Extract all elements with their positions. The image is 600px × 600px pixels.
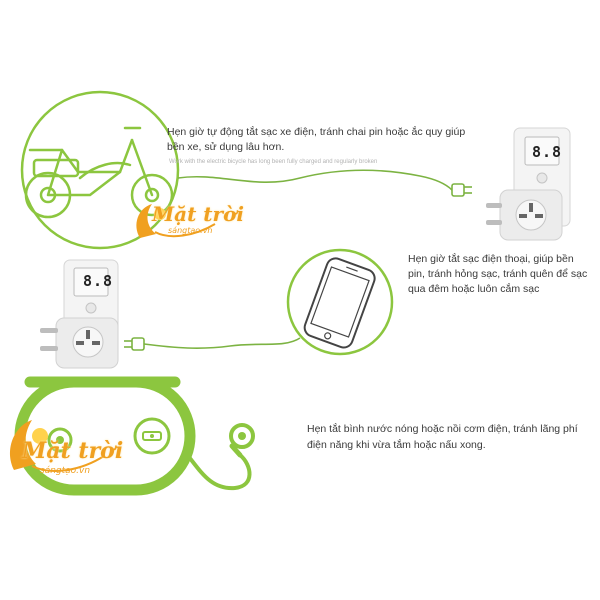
plug-icon-1 [451, 183, 472, 197]
logo-sub-text: sángtạo.vn [168, 226, 213, 235]
timer-socket-2 [40, 259, 119, 369]
logo-main-text: Mặt trời [152, 202, 245, 226]
logo-sub-text: sángtạo.vn [40, 466, 91, 476]
shower-head-icon [229, 423, 255, 458]
cable-2 [143, 337, 301, 349]
cable-1 [177, 169, 453, 191]
section2-description: Hẹn giờ tắt sạc điện thoại, giúp bền pin… [408, 253, 588, 295]
logo-main-text: Mặt trời [22, 438, 124, 464]
bicycle-circle [20, 90, 180, 250]
logo-sun-icon-1 [136, 204, 216, 238]
timer-display-1: 8.8 [532, 143, 563, 161]
section3-description: Hẹn tắt bình nước nóng hoặc nồi cơm điện… [307, 423, 578, 451]
section1-subtitle: Work with the electric bicycle has long … [169, 159, 378, 165]
smartphone-icon [303, 257, 376, 349]
timer-socket-1 [486, 127, 571, 241]
timer-display-2: 8.8 [83, 272, 114, 290]
phone-circle [286, 248, 394, 356]
logo-sun-icon-2 [10, 420, 105, 472]
plug-icon-2 [124, 337, 145, 351]
section1-description: Hẹn giờ tự động tắt sạc xe điện, tránh c… [167, 126, 466, 153]
electric-bicycle-icon [24, 126, 174, 219]
shower-hose [183, 450, 252, 491]
